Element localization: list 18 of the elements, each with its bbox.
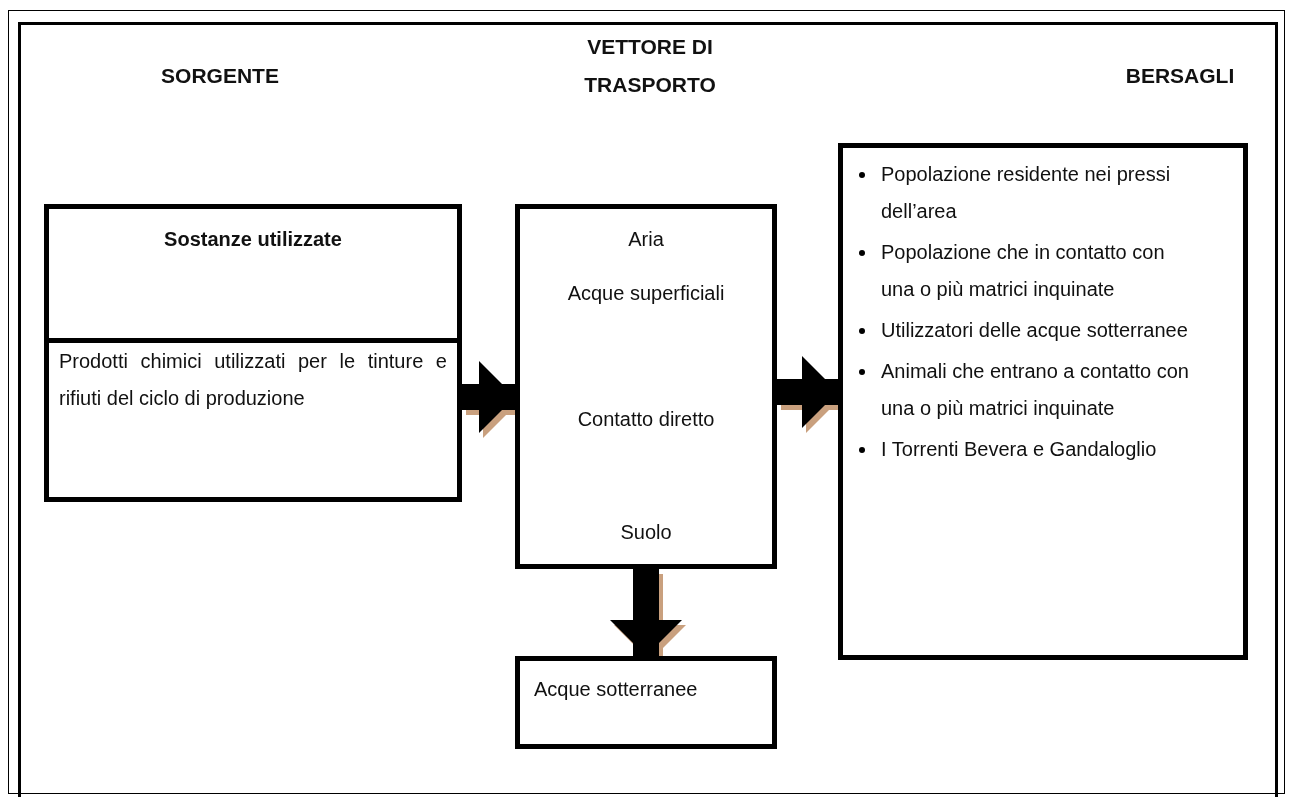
bullet-item: Popolazione residente nei pressi dell’area bbox=[881, 156, 1203, 230]
bullet-item: Popolazione che in contatto con una o più matrici inquinate bbox=[881, 234, 1203, 308]
bullet-item: Animali che entrano a contatto con una o più matrici inquinate bbox=[881, 353, 1203, 427]
box bbox=[515, 656, 777, 749]
box bbox=[838, 143, 1248, 660]
column-heading: SORGENTE bbox=[160, 63, 280, 89]
box bbox=[515, 204, 777, 569]
column-heading: BERSAGLI bbox=[1124, 63, 1236, 89]
transport-item: Contatto diretto bbox=[576, 407, 716, 432]
bullet-item: I Torrenti Bevera e Gandaloglio bbox=[881, 431, 1203, 468]
transport-item: Acque superficiali bbox=[566, 281, 726, 306]
box-heading: Sostanze utilizzate bbox=[163, 227, 343, 252]
bullet-item: Utilizzatori delle acque sotterranee bbox=[881, 312, 1203, 349]
box-text: Acque sotterranee bbox=[534, 677, 699, 702]
column-heading: VETTORE DI TRASPORTO bbox=[583, 34, 717, 98]
box-text: Prodotti chimici utilizzati per le tinture e rifiuti del ciclo di produzione bbox=[59, 349, 447, 411]
transport-item: Aria bbox=[627, 227, 665, 252]
transport-item: Suolo bbox=[619, 520, 673, 545]
